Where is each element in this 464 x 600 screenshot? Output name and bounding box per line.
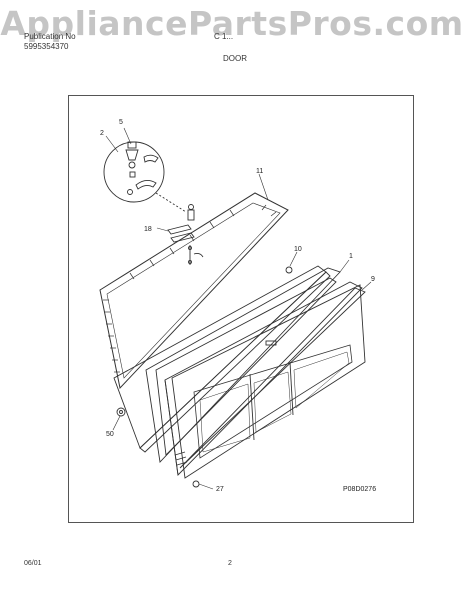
- door-panel: [145, 267, 341, 463]
- footer-date: 06/01: [24, 560, 42, 567]
- hinge-parts: [167, 204, 204, 265]
- callout-10: 10: [294, 246, 302, 253]
- callout-5: 5: [119, 119, 123, 126]
- section-title: DOOR: [223, 54, 247, 63]
- door-liner: [113, 265, 331, 453]
- callout-2: 2: [100, 130, 104, 137]
- leader-lines: [105, 127, 372, 490]
- diagram-frame: [68, 95, 414, 523]
- callout-labels: 5 2 11 18 10 1 9 50 27 P08D0276: [100, 119, 376, 493]
- callout-27: 27: [216, 486, 224, 493]
- callout-11: 11: [256, 168, 263, 175]
- diagram-code: P08D0276: [343, 486, 376, 493]
- footer-page: 2: [228, 560, 232, 567]
- small-parts: [116, 266, 293, 488]
- publication-number: 5995354370: [24, 42, 69, 51]
- watermark: AppliancePartsPros.com: [0, 4, 464, 43]
- door-gasket: [99, 192, 289, 390]
- model-label: C 1...: [214, 32, 234, 41]
- front-door: [171, 284, 366, 479]
- callout-9: 9: [371, 276, 375, 283]
- callout-18: 18: [144, 226, 152, 233]
- publication-label: Publication No: [24, 32, 76, 41]
- hinge-detail: [103, 141, 187, 213]
- callout-1: 1: [349, 253, 353, 260]
- outer-door: [164, 281, 366, 476]
- callout-50: 50: [106, 431, 114, 438]
